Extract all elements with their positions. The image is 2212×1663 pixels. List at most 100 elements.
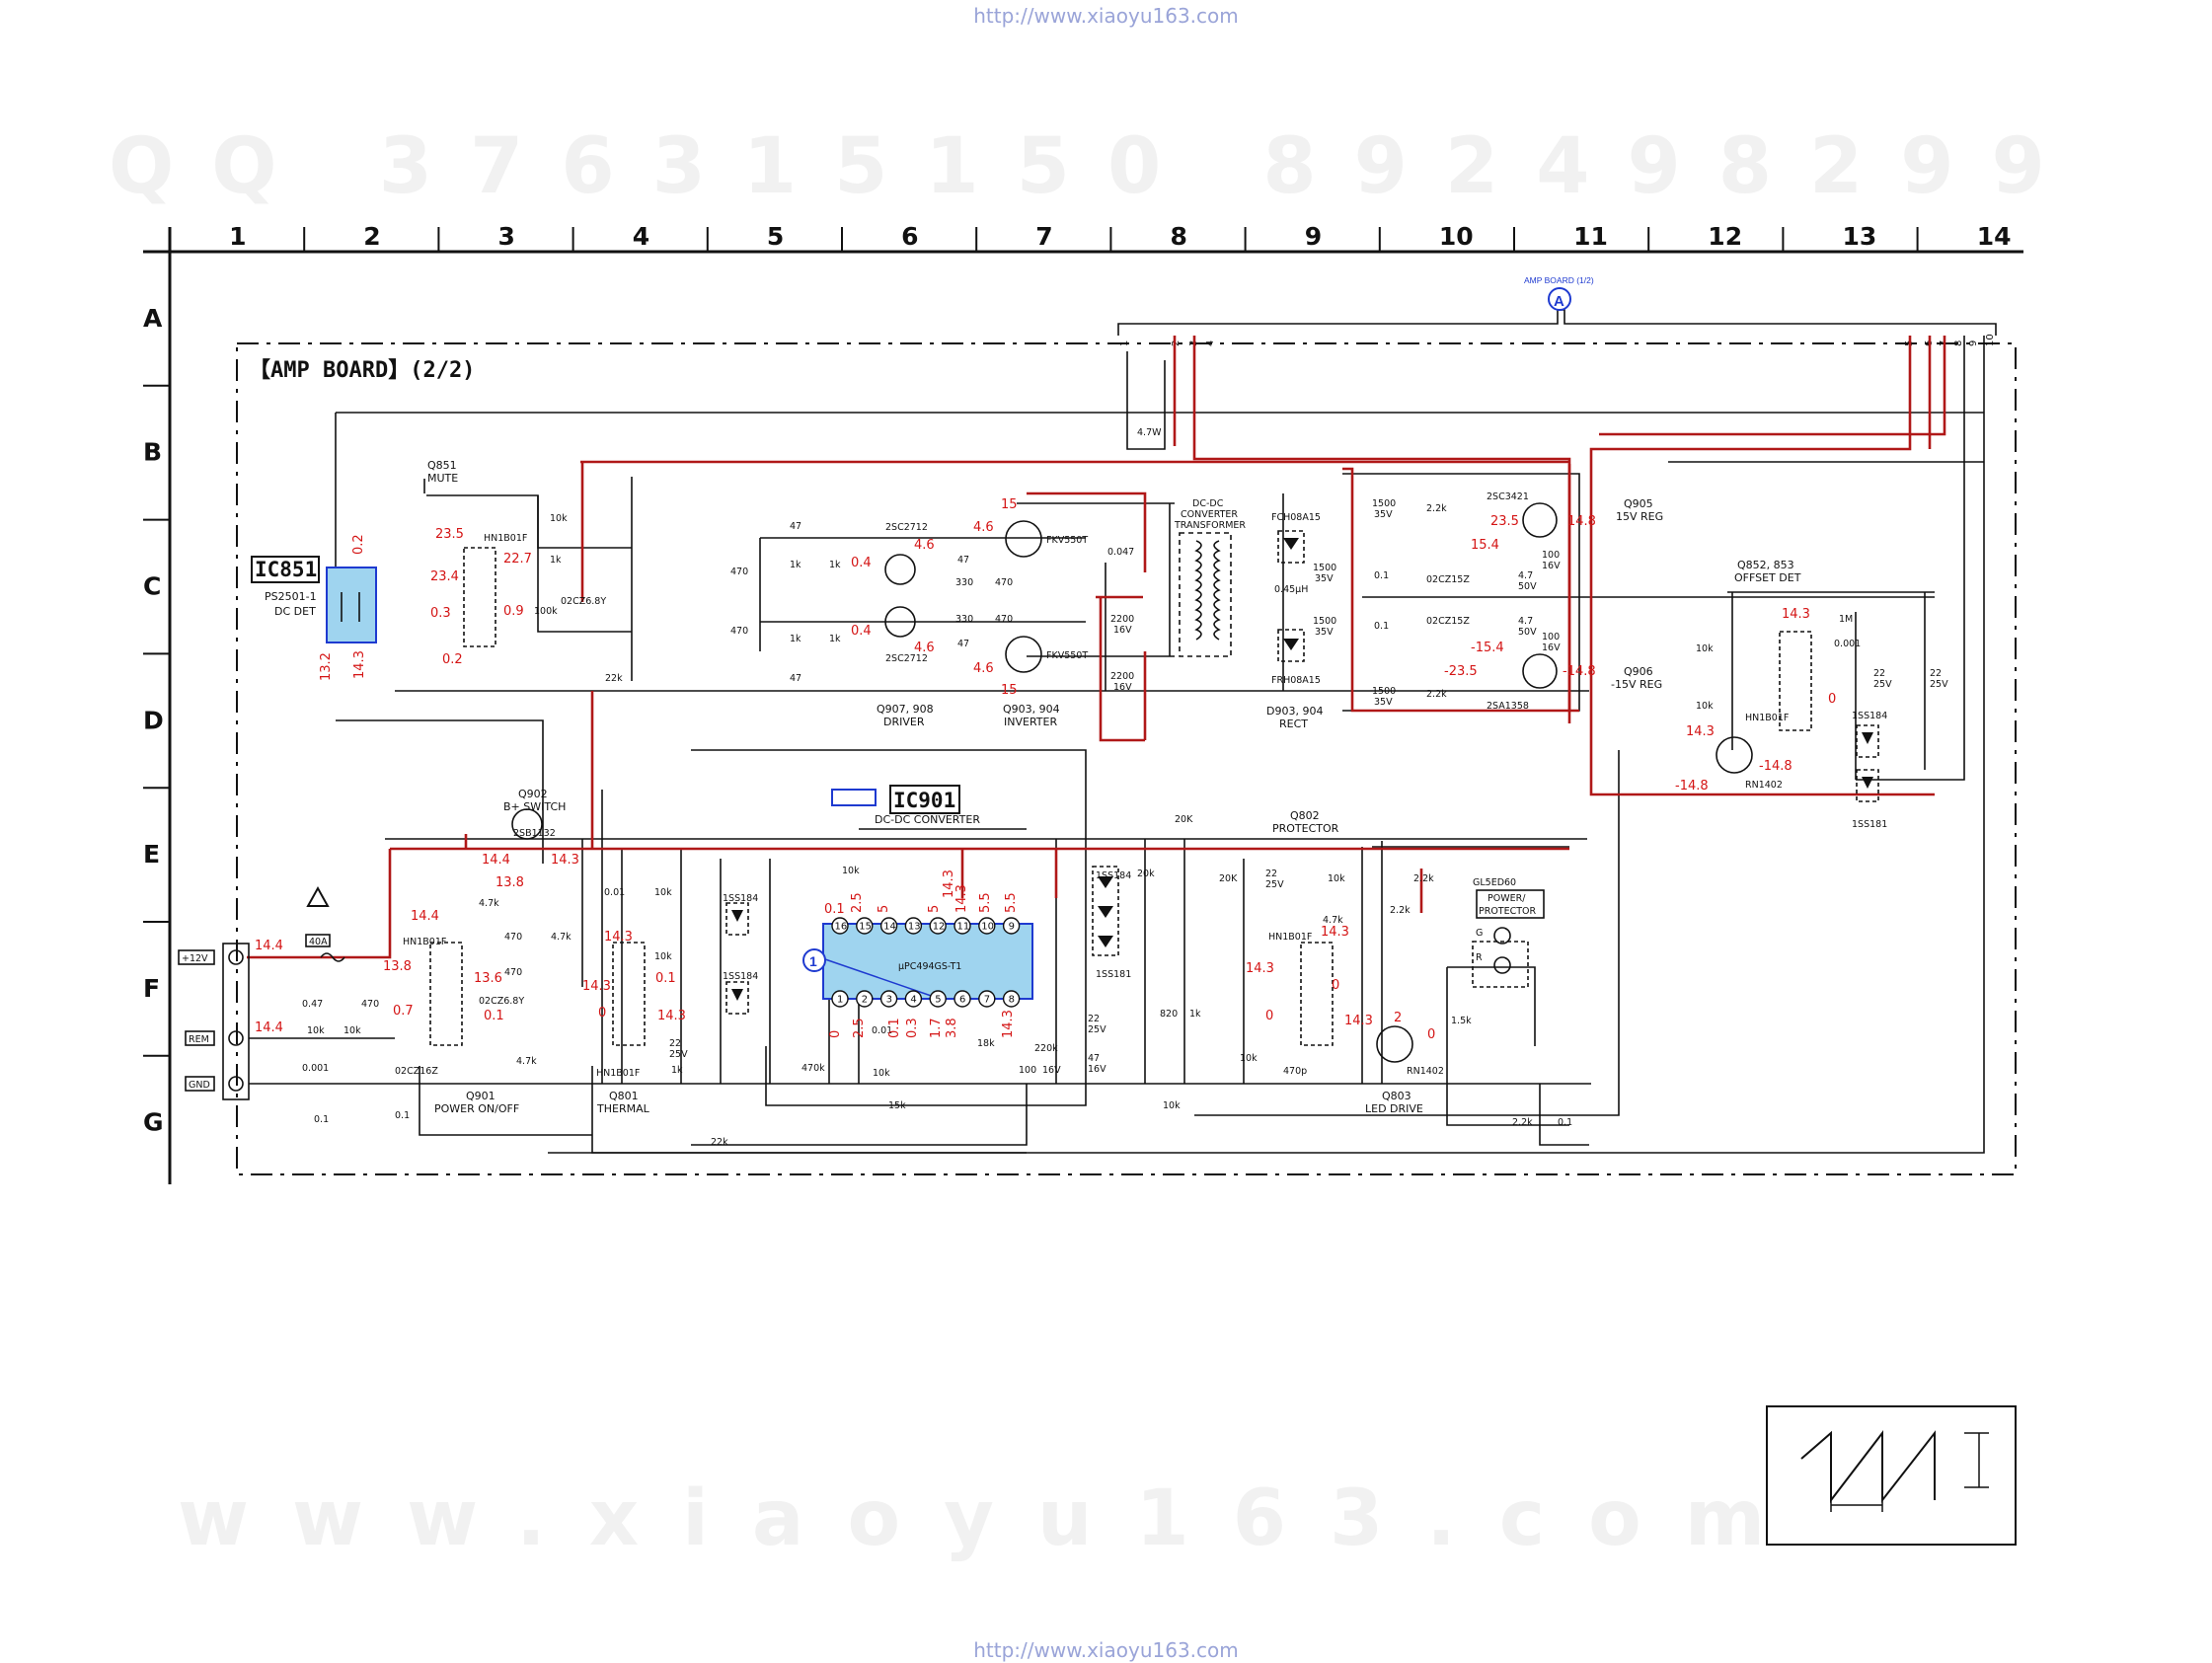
- grid-row-A: A: [143, 304, 163, 333]
- led-g: G: [1476, 928, 1483, 939]
- svg-text:0.3: 0.3: [430, 606, 451, 621]
- svg-text:330: 330: [955, 577, 973, 588]
- svg-text:22: 22: [1088, 1014, 1100, 1024]
- q803-part: RN1402: [1407, 1066, 1444, 1077]
- svg-text:1SS184: 1SS184: [723, 893, 758, 904]
- q851-ref: Q851: [427, 459, 457, 472]
- svg-text:10k: 10k: [307, 1025, 325, 1036]
- svg-text:13.2: 13.2: [319, 652, 334, 681]
- grid-row-C: C: [143, 572, 161, 601]
- q851-part: HN1B01F: [484, 533, 527, 544]
- q907-part-a: 2SC2712: [885, 522, 928, 533]
- waveform-box: [1766, 1405, 2017, 1546]
- svg-text:50V: 50V: [1518, 627, 1537, 638]
- ic901-ref: IC901: [893, 789, 955, 812]
- svg-text:14.3: 14.3: [1686, 724, 1715, 739]
- svg-text:50V: 50V: [1518, 581, 1537, 592]
- svg-text:0.1: 0.1: [484, 1009, 504, 1023]
- svg-text:0.01: 0.01: [604, 887, 625, 898]
- svg-text:1k: 1k: [1189, 1009, 1201, 1020]
- svg-text:15k: 15k: [888, 1100, 906, 1111]
- ic851-ref: IC851: [255, 558, 317, 581]
- svg-text:0.1: 0.1: [824, 902, 845, 917]
- q906-part: 2SA1358: [1487, 701, 1529, 712]
- svg-text:2200: 2200: [1110, 671, 1134, 682]
- svg-text:0: 0: [828, 1030, 843, 1038]
- svg-text:1k: 1k: [671, 1065, 683, 1076]
- svg-text:25V: 25V: [1873, 679, 1892, 690]
- svg-text:13.8: 13.8: [383, 959, 412, 974]
- svg-text:5.5: 5.5: [1004, 892, 1019, 913]
- svg-text:2.2k: 2.2k: [1426, 503, 1447, 514]
- svg-text:4.6: 4.6: [973, 520, 994, 535]
- svg-text:1SS184: 1SS184: [1096, 870, 1131, 881]
- led-label-1: POWER/: [1487, 893, 1526, 904]
- grid-col-2: 2: [363, 222, 380, 251]
- q801-ref: Q801: [609, 1090, 639, 1102]
- ic901-part: µPC494GS-T1: [898, 961, 961, 972]
- terminal-rem: REM: [189, 1034, 209, 1045]
- transistor-symbols: [511, 502, 1753, 1063]
- svg-text:0.47: 0.47: [302, 999, 323, 1010]
- led-r: R: [1476, 952, 1483, 963]
- svg-text:330: 330: [955, 614, 973, 625]
- svg-text:47: 47: [790, 673, 801, 684]
- svg-text:0: 0: [598, 1006, 606, 1020]
- svg-text:10k: 10k: [654, 887, 672, 898]
- svg-text:0.2: 0.2: [442, 652, 463, 667]
- svg-text:10k: 10k: [1163, 1100, 1181, 1111]
- svg-text:-14.8: -14.8: [1563, 664, 1596, 679]
- q905-ref: Q905: [1624, 497, 1653, 510]
- d903-func: RECT: [1279, 718, 1308, 730]
- svg-text:14.3: 14.3: [1246, 961, 1274, 976]
- svg-text:4.7: 4.7: [1518, 616, 1533, 627]
- svg-text:10k: 10k: [1328, 873, 1345, 884]
- transistor-boxes: [429, 547, 1812, 1046]
- q905-part: 2SC3421: [1487, 491, 1529, 502]
- grid-col-10: 10: [1439, 222, 1474, 251]
- svg-text:0.1: 0.1: [1374, 570, 1389, 581]
- transformer-t901: DC-DC CONVERTER TRANSFORMER: [1174, 498, 1246, 657]
- terminal-gnd: GND: [189, 1080, 210, 1091]
- fuse-rating: 40A: [309, 937, 328, 947]
- board-title: 【AMP BOARD】(2/2): [249, 358, 475, 383]
- grid-col-8: 8: [1171, 222, 1187, 251]
- svg-text:47: 47: [957, 639, 969, 649]
- connector-pin-1: 1: [1119, 340, 1130, 346]
- svg-text:5.5: 5.5: [978, 892, 993, 913]
- svg-text:0.047: 0.047: [1107, 547, 1134, 558]
- svg-text:4.7k: 4.7k: [551, 932, 572, 943]
- svg-text:1k: 1k: [790, 634, 801, 644]
- svg-text:22: 22: [1873, 668, 1885, 679]
- svg-text:-14.8: -14.8: [1675, 779, 1709, 794]
- q904-symbol: [1005, 636, 1042, 673]
- svg-text:14.3: 14.3: [954, 884, 969, 913]
- connector-pin-10: 10: [1985, 334, 1996, 346]
- svg-text:22k: 22k: [605, 673, 623, 684]
- led-label-2: PROTECTOR: [1479, 906, 1537, 917]
- svg-text:35V: 35V: [1315, 573, 1334, 584]
- wiring-black: [296, 336, 1985, 1154]
- ic901-pin-2: 2: [862, 995, 868, 1006]
- svg-text:-14.8: -14.8: [1759, 759, 1792, 774]
- svg-text:1.5k: 1.5k: [1451, 1016, 1472, 1026]
- svg-text:1SS184: 1SS184: [723, 971, 758, 982]
- svg-text:470: 470: [504, 932, 522, 943]
- q903-part-b: FKV550T: [1046, 650, 1088, 661]
- svg-text:4.6: 4.6: [914, 538, 935, 553]
- svg-text:1k: 1k: [829, 634, 841, 644]
- svg-text:100: 100: [1542, 632, 1560, 643]
- svg-text:4.7k: 4.7k: [1323, 915, 1343, 926]
- ic901-pin-12: 12: [933, 922, 946, 933]
- svg-text:1SS184: 1SS184: [1852, 711, 1887, 721]
- ic901-pin-8: 8: [1009, 995, 1015, 1006]
- grid-row-F: F: [143, 974, 160, 1003]
- watermark-domain: www.xiaoyu163.com: [178, 1474, 1808, 1563]
- voltage-annotations: 0.2 13.2 14.3 23.5 23.4 22.7 0.3 0.9 0.2…: [255, 497, 1836, 1042]
- svg-text:820: 820: [1160, 1009, 1178, 1020]
- svg-text:0: 0: [1427, 1027, 1435, 1042]
- svg-text:470: 470: [730, 626, 748, 637]
- svg-text:4.6: 4.6: [914, 641, 935, 655]
- svg-text:5: 5: [927, 905, 942, 913]
